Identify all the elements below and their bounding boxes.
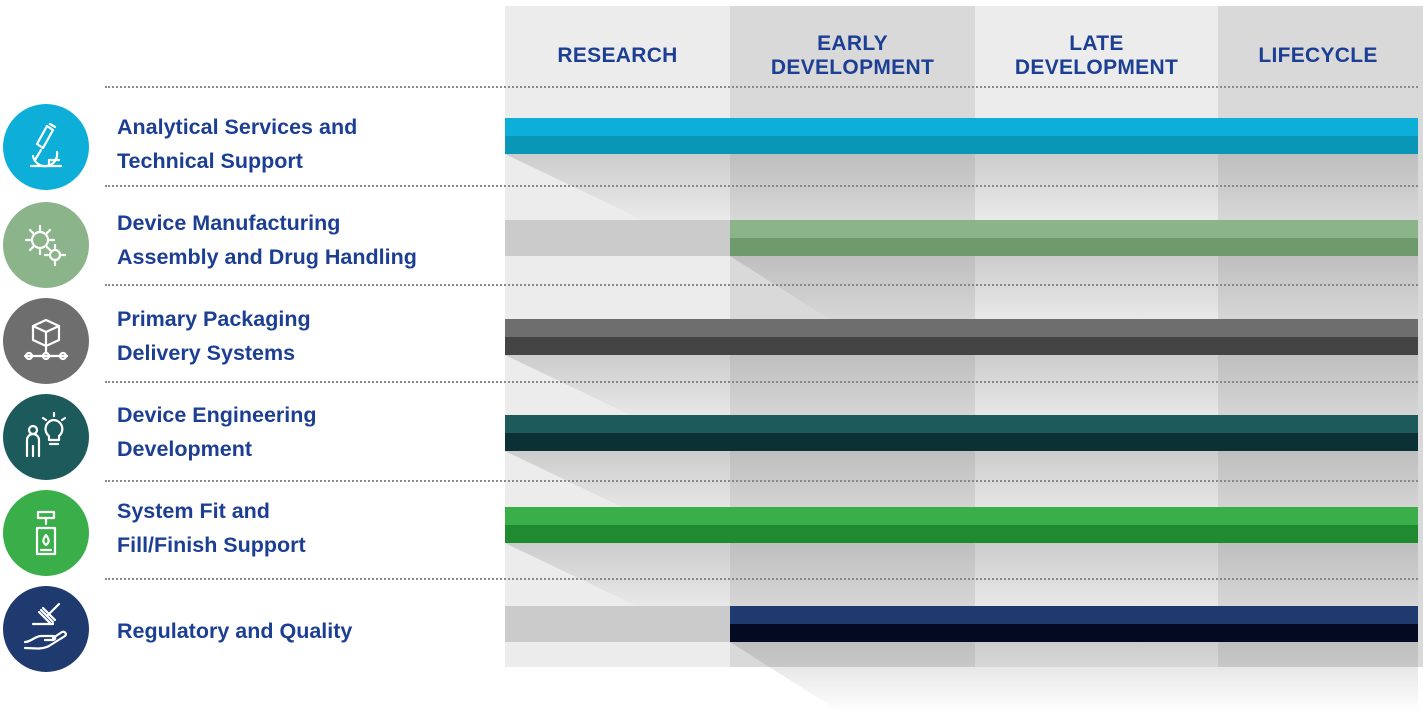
phase-bar xyxy=(505,118,1418,154)
package-network-icon xyxy=(3,298,89,384)
column-header-2: LATE DEVELOPMENT xyxy=(1014,32,1179,79)
phase-bar xyxy=(505,319,1418,355)
phase-bar xyxy=(730,220,1418,256)
capability-timeline: RESEARCH EARLY DEVELOPMENT LATE DEVELOPMEN… xyxy=(0,6,1423,712)
row-divider xyxy=(105,578,1418,580)
inactive-phase-segment xyxy=(505,606,730,642)
gears-icon xyxy=(3,202,89,288)
bar-shadow xyxy=(505,355,1418,425)
gavel-hand-icon xyxy=(3,586,89,672)
column-header-0: RESEARCH xyxy=(557,44,678,67)
vial-icon xyxy=(3,490,89,576)
service-row: Primary Packaging Delivery Systems xyxy=(0,296,505,392)
service-row: Regulatory and Quality xyxy=(0,584,505,680)
bar-shadow xyxy=(505,154,1418,224)
service-label: Primary Packaging Delivery Systems xyxy=(117,307,311,365)
service-label: Device Manufacturing Assembly and Drug H… xyxy=(117,211,417,269)
bar-shadow xyxy=(730,256,1418,326)
row-divider xyxy=(105,284,1418,286)
column-header-1: EARLY DEVELOPMENT xyxy=(770,32,935,79)
row-divider xyxy=(105,480,1418,482)
row-divider xyxy=(105,381,1418,383)
bar-shadow xyxy=(505,543,1418,613)
row-divider xyxy=(105,86,1418,88)
service-label: Analytical Services and Technical Suppor… xyxy=(117,115,358,173)
microscope-icon xyxy=(3,104,89,190)
service-label: Regulatory and Quality xyxy=(117,619,353,643)
service-row: Analytical Services and Technical Suppor… xyxy=(0,104,505,200)
bar-shadow xyxy=(730,642,1418,712)
service-row: System Fit and Fill/Finish Support xyxy=(0,488,505,584)
phase-bar xyxy=(730,606,1418,642)
inactive-phase-segment xyxy=(505,220,730,256)
service-label: Device Engineering Development xyxy=(117,403,317,461)
service-row: Device Engineering Development xyxy=(0,392,505,488)
idea-person-icon xyxy=(3,394,89,480)
service-row: Device Manufacturing Assembly and Drug H… xyxy=(0,200,505,296)
phase-bar xyxy=(505,507,1418,543)
phase-bar xyxy=(505,415,1418,451)
row-divider xyxy=(105,185,1418,187)
service-label: System Fit and Fill/Finish Support xyxy=(117,499,306,557)
column-header-3: LIFECYCLE xyxy=(1258,44,1378,67)
